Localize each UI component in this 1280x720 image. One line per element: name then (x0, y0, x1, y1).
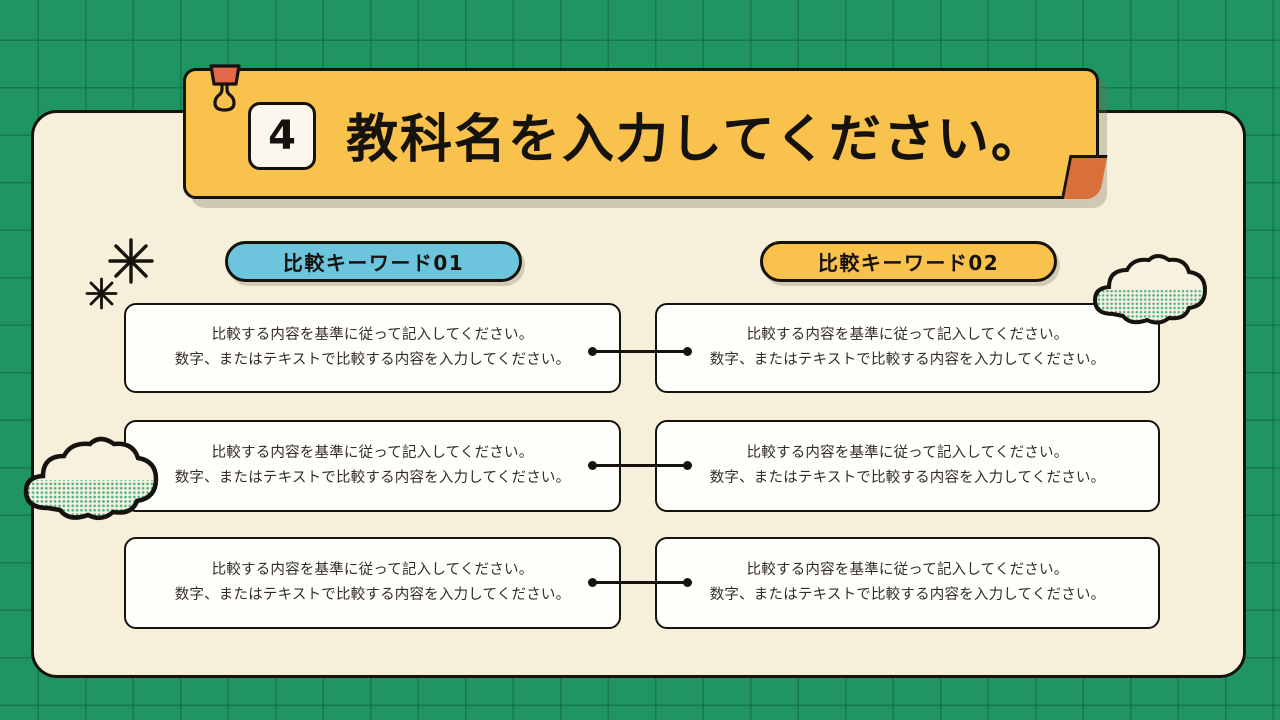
sparkle-icon (85, 277, 118, 314)
row-connector (588, 578, 692, 587)
card-line-2: 数字、またはテキストで比較する内容を入力してください。 (174, 587, 571, 603)
connector-dot (588, 347, 597, 356)
connector-line (592, 350, 688, 353)
banner-body: 4 教科名を入力してください。 (183, 68, 1099, 199)
sparkle-icon (108, 238, 154, 288)
comparison-card[interactable]: 比較する内容を基準に従って記入してください。 数字、またはテキストで比較する内容… (124, 303, 621, 393)
card-line-1: 比較する内容を基準に従って記入してください。 (746, 327, 1069, 344)
comparison-card[interactable]: 比較する内容を基準に従って記入してください。 数字、またはテキストで比較する内容… (124, 537, 621, 629)
row-connector (588, 347, 692, 356)
comparison-card[interactable]: 比較する内容を基準に従って記入してください。 数字、またはテキストで比較する内容… (124, 420, 621, 512)
slide-number-badge: 4 (248, 101, 316, 170)
cloud-icon (1085, 252, 1213, 334)
comparison-card[interactable]: 比較する内容を基準に従って記入してください。 数字、またはテキストで比較する内容… (655, 420, 1160, 512)
card-line-2: 数字、またはテキストで比較する内容を入力してください。 (174, 470, 571, 486)
binder-clip-icon (202, 62, 248, 114)
connector-line (592, 464, 688, 467)
connector-dot (683, 578, 692, 587)
card-line-2: 数字、またはテキストで比較する内容を入力してください。 (174, 352, 571, 368)
card-line-1: 比較する内容を基準に従って記入してください。 (211, 445, 534, 462)
card-line-1: 比較する内容を基準に従って記入してください。 (211, 327, 534, 344)
card-line-2: 数字、またはテキストで比較する内容を入力してください。 (709, 352, 1106, 368)
card-line-1: 比較する内容を基準に従って記入してください。 (746, 562, 1069, 579)
connector-dot (683, 347, 692, 356)
cloud-icon (14, 434, 166, 530)
card-line-2: 数字、またはテキストで比較する内容を入力してください。 (709, 587, 1106, 603)
comparison-card[interactable]: 比較する内容を基準に従って記入してください。 数字、またはテキストで比較する内容… (655, 303, 1160, 393)
row-connector (588, 461, 692, 470)
comparison-card[interactable]: 比較する内容を基準に従って記入してください。 数字、またはテキストで比較する内容… (655, 537, 1160, 629)
connector-dot (683, 461, 692, 470)
page-title: 教科名を入力してください。 (346, 110, 1045, 170)
keyword-pill-02[interactable]: 比較キーワード02 (760, 241, 1057, 282)
title-banner: 4 教科名を入力してください。 (183, 68, 1108, 208)
connector-line (592, 581, 688, 584)
card-line-2: 数字、またはテキストで比較する内容を入力してください。 (709, 470, 1106, 486)
keyword-pill-01[interactable]: 比較キーワード01 (225, 241, 522, 282)
connector-dot (588, 578, 597, 587)
connector-dot (588, 461, 597, 470)
card-line-1: 比較する内容を基準に従って記入してください。 (746, 445, 1069, 462)
card-line-1: 比較する内容を基準に従って記入してください。 (211, 562, 534, 579)
